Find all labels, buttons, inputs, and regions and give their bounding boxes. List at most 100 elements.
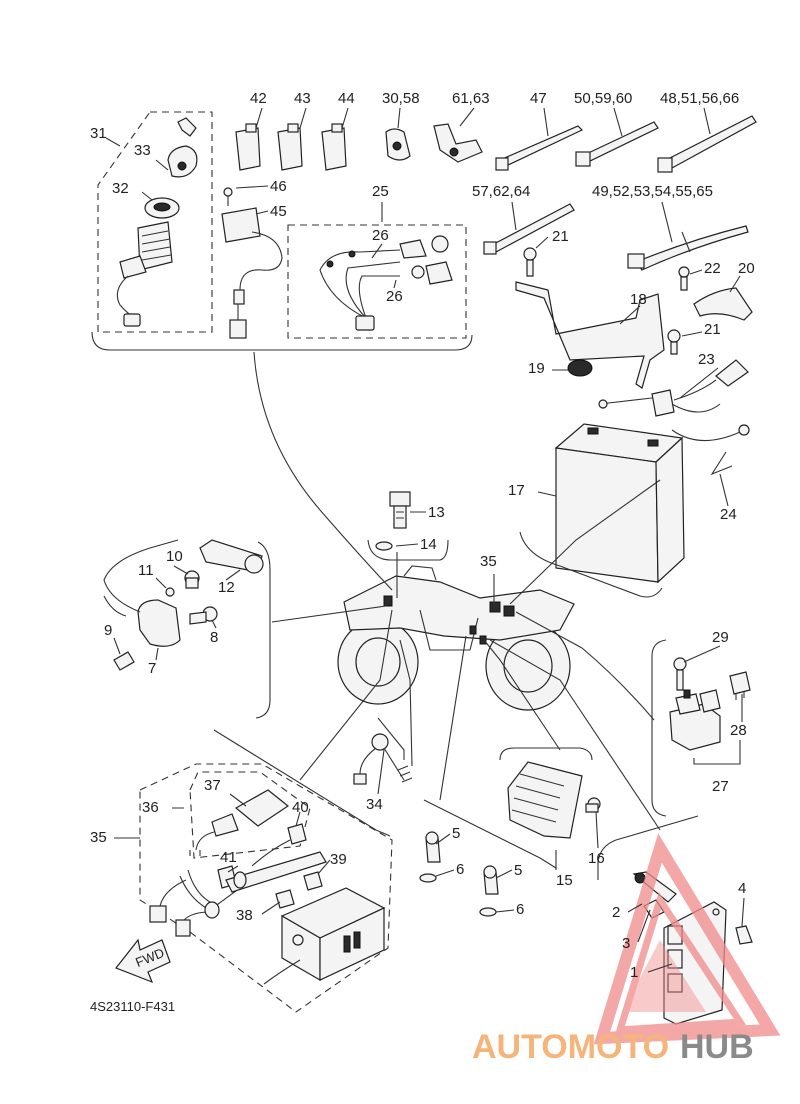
harness-bottom bbox=[149, 851, 327, 937]
label-4: 4 bbox=[738, 880, 746, 897]
bolt-29 bbox=[673, 657, 687, 691]
leader-35b bbox=[299, 609, 393, 781]
bracket-ecu bbox=[597, 815, 699, 880]
label-21b: 21 bbox=[704, 321, 721, 338]
atv-vehicle bbox=[337, 565, 575, 711]
bolt-10 bbox=[184, 570, 200, 589]
cover-20 bbox=[693, 287, 753, 321]
part-labels: 42 43 44 30,58 61,63 47 50,59,60 48,51,5… bbox=[90, 90, 755, 981]
label-39: 39 bbox=[330, 851, 347, 868]
label-7: 7 bbox=[148, 660, 156, 677]
label-33: 33 bbox=[134, 142, 151, 159]
harness-36 bbox=[189, 813, 239, 856]
bracket-34 bbox=[377, 717, 405, 760]
washer-6a bbox=[419, 873, 437, 883]
label-5a: 5 bbox=[452, 825, 460, 842]
label-41: 41 bbox=[220, 849, 237, 866]
gasket-14 bbox=[375, 541, 393, 551]
label-34: 34 bbox=[366, 796, 383, 813]
label-37: 37 bbox=[204, 777, 221, 794]
fuse-28 bbox=[729, 671, 751, 700]
label-36: 36 bbox=[142, 799, 159, 816]
leader-left bbox=[271, 605, 387, 623]
label-31: 31 bbox=[90, 125, 107, 142]
sheet-37 bbox=[234, 789, 290, 827]
label-35b: 35 bbox=[90, 829, 107, 846]
bracket-15 bbox=[499, 747, 593, 761]
label-3: 3 bbox=[622, 935, 630, 952]
leader-ecu bbox=[489, 639, 661, 831]
leader-27 bbox=[515, 611, 655, 721]
diagram-code: 4S23110-F431 bbox=[90, 999, 175, 1014]
group-outline-36 bbox=[189, 771, 311, 859]
label-57: 57,62,64 bbox=[472, 183, 530, 200]
label-19: 19 bbox=[528, 360, 545, 377]
label-23: 23 bbox=[698, 351, 715, 368]
relay-45 bbox=[221, 187, 283, 339]
label-17: 17 bbox=[508, 482, 525, 499]
bolt-5a bbox=[425, 831, 441, 863]
label-21a: 21 bbox=[552, 228, 569, 245]
label-35a: 35 bbox=[480, 553, 497, 570]
label-6b: 6 bbox=[516, 901, 524, 918]
label-29: 29 bbox=[712, 629, 729, 646]
watermark-logo bbox=[593, 833, 781, 1045]
label-22: 22 bbox=[704, 260, 721, 277]
leader-top bbox=[253, 351, 393, 591]
fuse-box bbox=[263, 887, 386, 985]
label-leaders bbox=[105, 107, 745, 973]
label-16: 16 bbox=[588, 850, 605, 867]
watermark-text-1: AUTOMOTO bbox=[472, 1028, 669, 1066]
bracket-top-group bbox=[91, 331, 473, 351]
battery-17 bbox=[554, 423, 685, 584]
group-outline-25 bbox=[287, 224, 467, 339]
label-6a: 6 bbox=[456, 861, 464, 878]
label-40: 40 bbox=[292, 799, 309, 816]
label-27: 27 bbox=[712, 778, 729, 795]
bolt-22 bbox=[678, 266, 690, 291]
label-5b: 5 bbox=[514, 862, 522, 879]
fuse-23 bbox=[651, 359, 749, 417]
bracket-18 bbox=[515, 281, 665, 389]
connector-40 bbox=[251, 823, 307, 867]
label-49: 49,52,53,54,55,65 bbox=[592, 183, 713, 200]
label-25: 25 bbox=[372, 183, 389, 200]
connector-42 bbox=[235, 123, 261, 171]
label-11: 11 bbox=[138, 562, 154, 579]
sensor-13 bbox=[389, 491, 411, 529]
group-outline-31 bbox=[97, 111, 213, 333]
washer-6b bbox=[479, 907, 497, 917]
cable-tie-47 bbox=[495, 125, 584, 171]
grommet-4 bbox=[735, 925, 753, 945]
label-10: 10 bbox=[166, 548, 183, 565]
label-12: 12 bbox=[218, 579, 235, 596]
label-44: 44 bbox=[338, 90, 355, 107]
bracket-left-group bbox=[255, 541, 271, 719]
bolt-5b bbox=[483, 865, 499, 895]
bracket-5 bbox=[423, 799, 557, 869]
bolt-21b bbox=[667, 329, 681, 355]
bracket-35 bbox=[213, 729, 391, 837]
label-47: 47 bbox=[530, 90, 547, 107]
holder-61 bbox=[433, 123, 483, 163]
label-30: 30,58 bbox=[382, 90, 420, 107]
collar-9 bbox=[113, 651, 135, 671]
starter-relay-27 bbox=[669, 689, 721, 751]
leader-15 bbox=[483, 639, 561, 751]
label-28: 28 bbox=[730, 722, 747, 739]
label-8: 8 bbox=[210, 629, 218, 646]
label-42: 42 bbox=[250, 90, 267, 107]
connector-44 bbox=[321, 123, 347, 171]
label-26a: 26 bbox=[372, 227, 389, 244]
bracket-battery bbox=[519, 531, 663, 598]
label-45: 45 bbox=[270, 203, 287, 220]
leader-5 bbox=[439, 635, 467, 801]
label-15: 15 bbox=[556, 872, 573, 889]
washer-11 bbox=[165, 587, 175, 597]
main-switch-32 bbox=[116, 197, 180, 327]
label-26b: 26 bbox=[386, 288, 403, 305]
plug-cap-12 bbox=[199, 539, 264, 574]
key-33 bbox=[167, 117, 198, 178]
watermark-text-2: HUB bbox=[680, 1028, 754, 1066]
